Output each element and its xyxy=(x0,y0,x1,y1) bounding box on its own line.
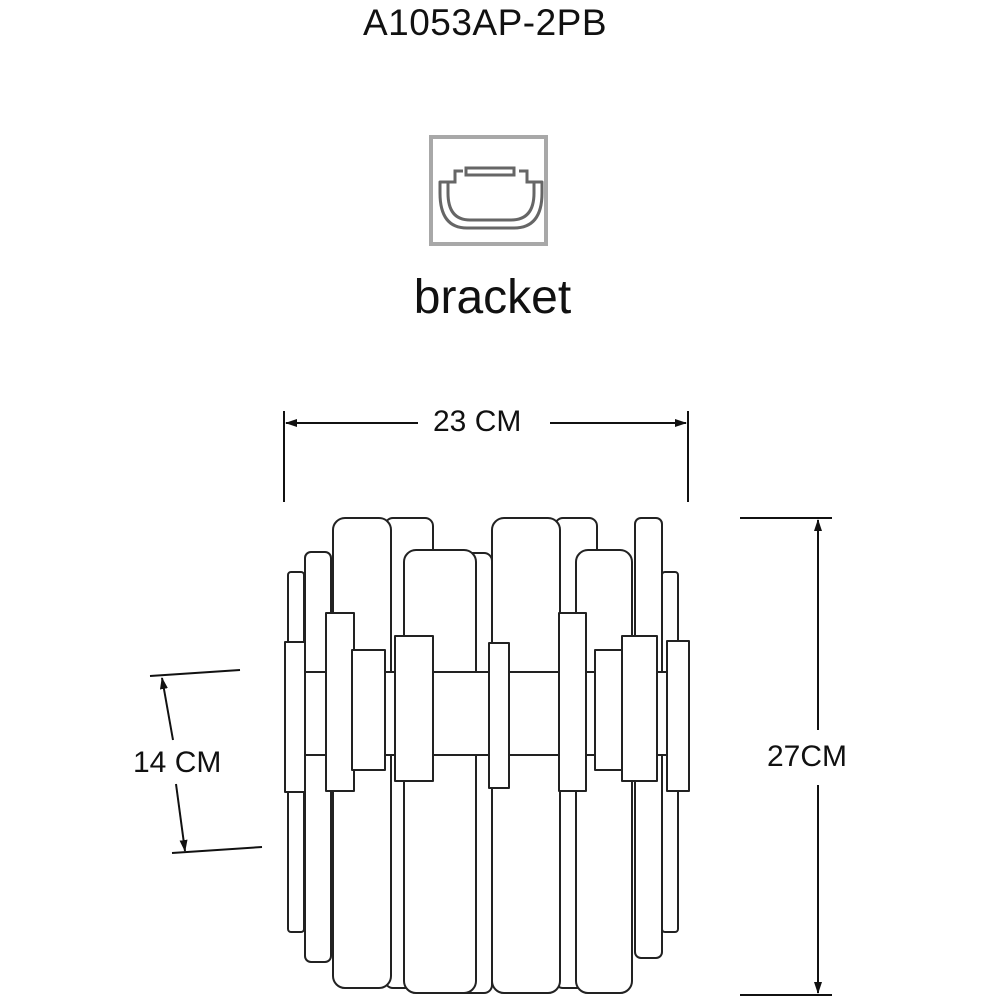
mount-arrow-down xyxy=(175,783,188,852)
clip xyxy=(351,649,386,771)
height-label: 27CM xyxy=(767,740,848,773)
mount-extension-bottom xyxy=(171,846,263,854)
sconce-outline xyxy=(284,517,690,994)
clip xyxy=(284,641,306,793)
clip xyxy=(666,640,690,792)
mount-arrow-up xyxy=(159,677,174,741)
height-dimension xyxy=(740,517,832,996)
bracket-profile-icon xyxy=(429,135,548,246)
mount-height-label: 14 CM xyxy=(133,746,222,779)
model-code: A1053AP-2PB xyxy=(362,2,608,43)
clip xyxy=(558,612,587,792)
width-label: 23 CM xyxy=(433,405,522,438)
width-dimension xyxy=(283,411,689,502)
mount-extension-top xyxy=(149,669,241,677)
clip xyxy=(325,612,355,792)
clip xyxy=(488,642,510,789)
clip xyxy=(621,635,658,782)
mount-dimension xyxy=(149,669,263,854)
clip xyxy=(394,635,434,782)
bracket-label: bracket xyxy=(413,271,572,324)
